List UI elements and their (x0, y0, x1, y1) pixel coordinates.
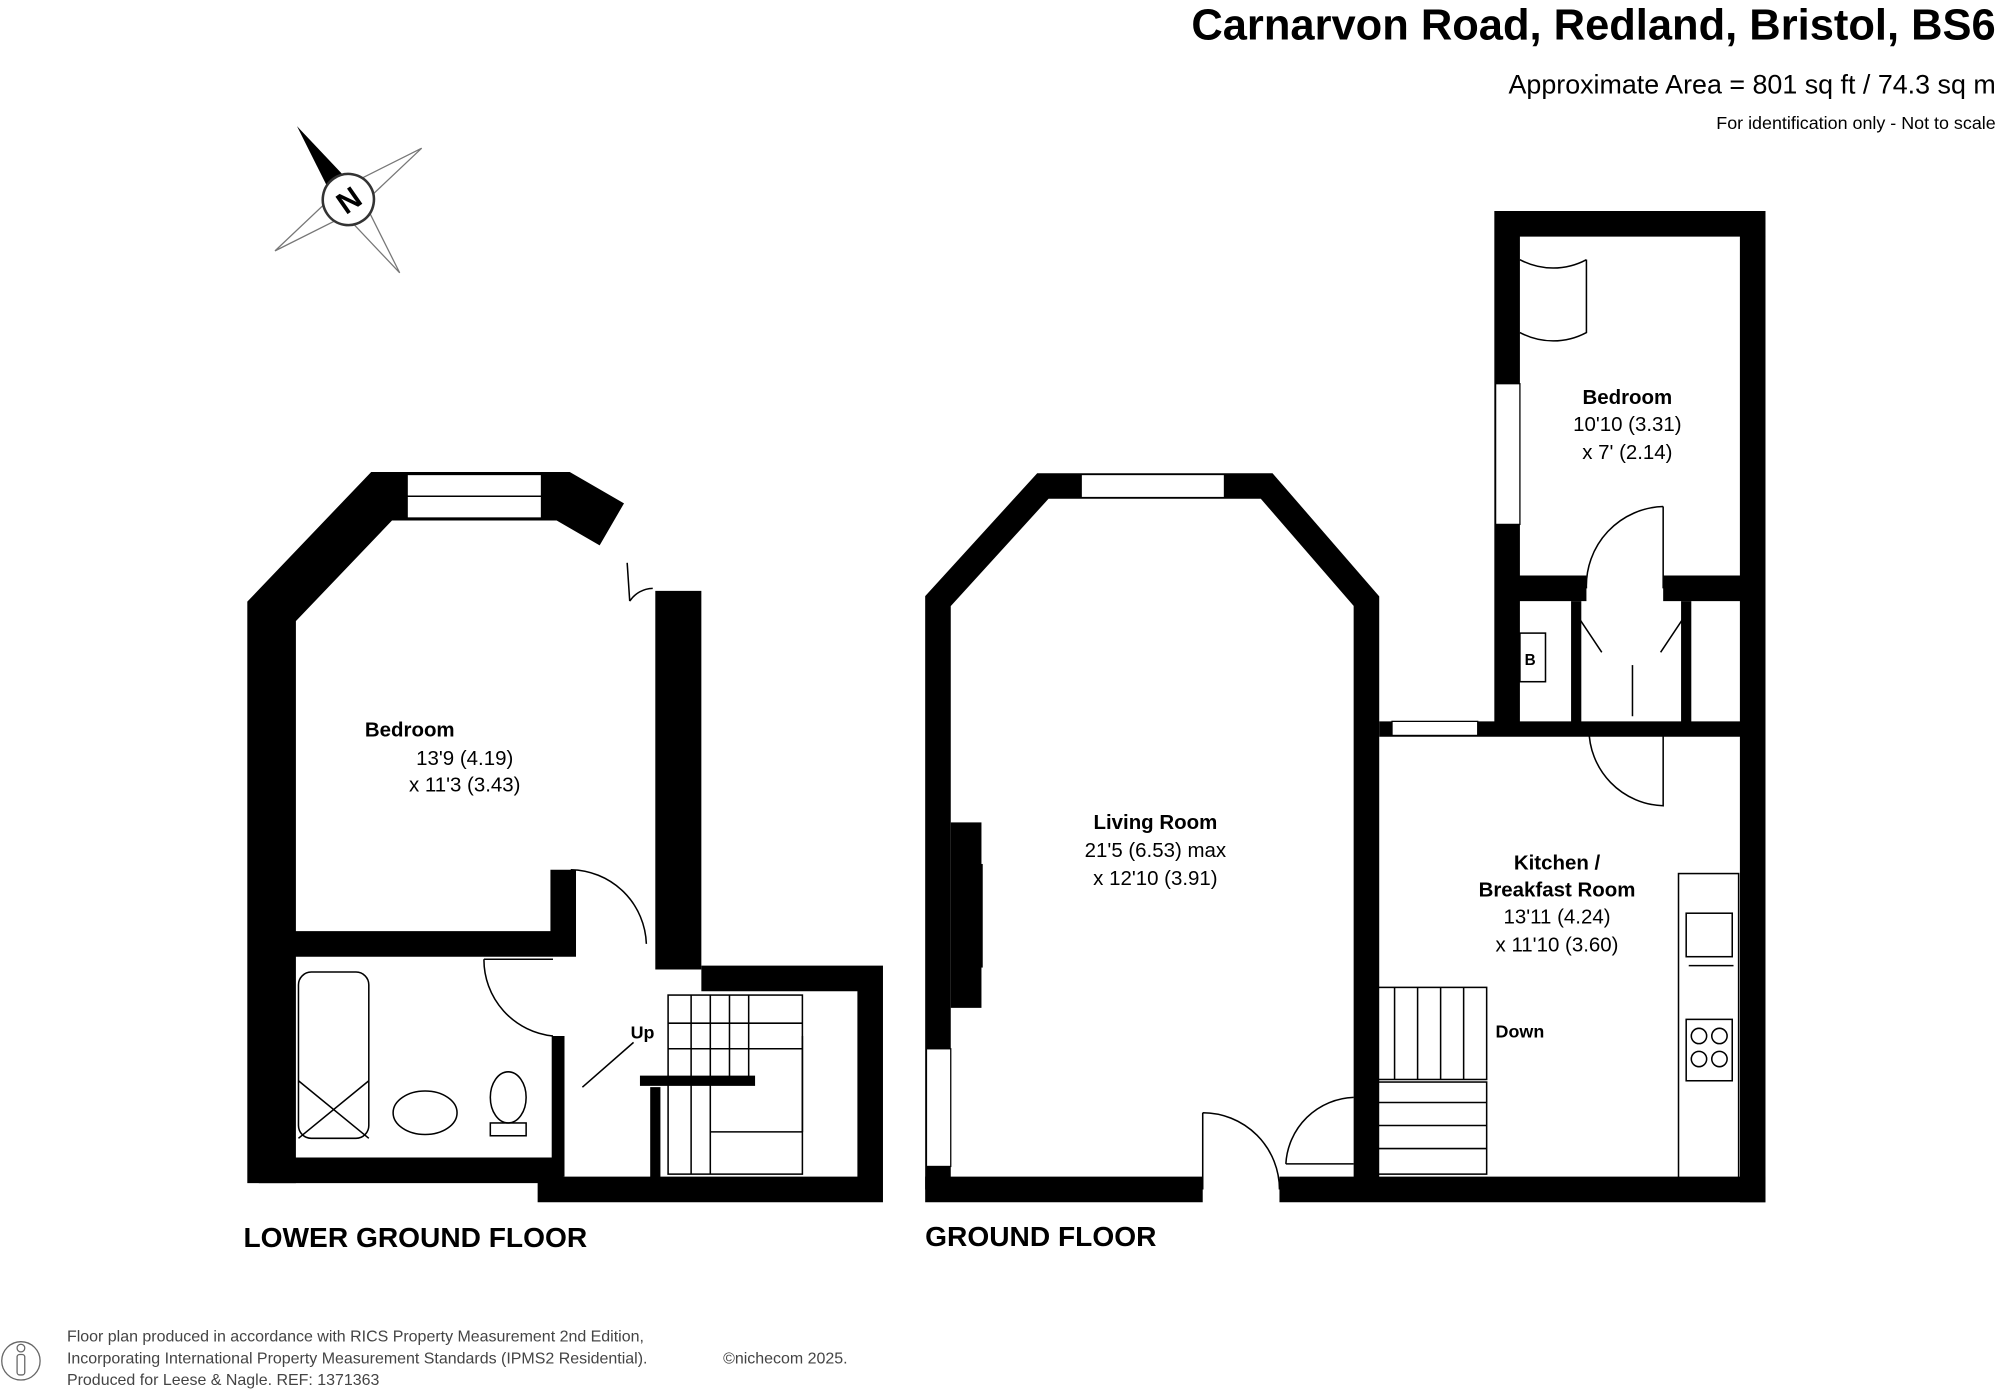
disclaimer: For identification only - Not to scale (1716, 113, 1995, 133)
lg-bedroom-dim2: x 11'3 (3.43) (409, 774, 521, 797)
kitchen-name-1: Kitchen / (1514, 852, 1601, 875)
kitchen-dim2: x 11'10 (3.60) (1496, 934, 1619, 957)
living-room-dim1: 21'5 (6.53) max (1085, 839, 1226, 862)
approximate-area: Approximate Area = 801 sq ft / 74.3 sq m (1509, 69, 1996, 99)
ground-floor-plan: B Down Living Room 21'5 (6.53) max x 12'… (925, 211, 1766, 1252)
lower-ground-floor-plan: Bedroom 13'9 (4.19) x 11'3 (3.43) Up LOW… (243, 471, 883, 1253)
living-room-dim2: x 12'10 (3.91) (1093, 867, 1217, 890)
rics-person-icon (1, 1341, 41, 1381)
kitchen-name-2: Breakfast Room (1479, 879, 1636, 902)
compass-icon: N (274, 126, 423, 274)
g-bedroom-dim1: 10'10 (3.31) (1573, 413, 1682, 436)
footer-copyright: ©nichecom 2025. (723, 1350, 848, 1367)
g-bedroom-dim2: x 7' (2.14) (1582, 441, 1672, 464)
footer-line-3: Produced for Leese & Nagle. REF: 1371363 (67, 1372, 380, 1389)
lg-bedroom-name: Bedroom (365, 719, 455, 742)
property-title: Carnarvon Road, Redland, Bristol, BS6 (1191, 2, 1995, 50)
kitchen-dim1: 13'11 (4.24) (1504, 905, 1611, 928)
g-stairs-down-label: Down (1496, 1021, 1545, 1041)
lower-ground-floor-title: LOWER GROUND FLOOR (243, 1222, 587, 1253)
g-bedroom-name: Bedroom (1582, 386, 1672, 409)
ground-floor-title: GROUND FLOOR (925, 1221, 1156, 1252)
footer-line-2: Incorporating International Property Mea… (67, 1350, 648, 1367)
stairs-ground (1370, 986, 1488, 1175)
living-room-name: Living Room (1093, 811, 1217, 834)
footer-line-1: Floor plan produced in accordance with R… (67, 1329, 644, 1346)
lg-bedroom-dim1: 13'9 (4.19) (416, 747, 513, 770)
stairs-lower (667, 994, 804, 1175)
boiler-label: B (1525, 652, 1536, 669)
lg-stairs-up-label: Up (631, 1023, 655, 1043)
